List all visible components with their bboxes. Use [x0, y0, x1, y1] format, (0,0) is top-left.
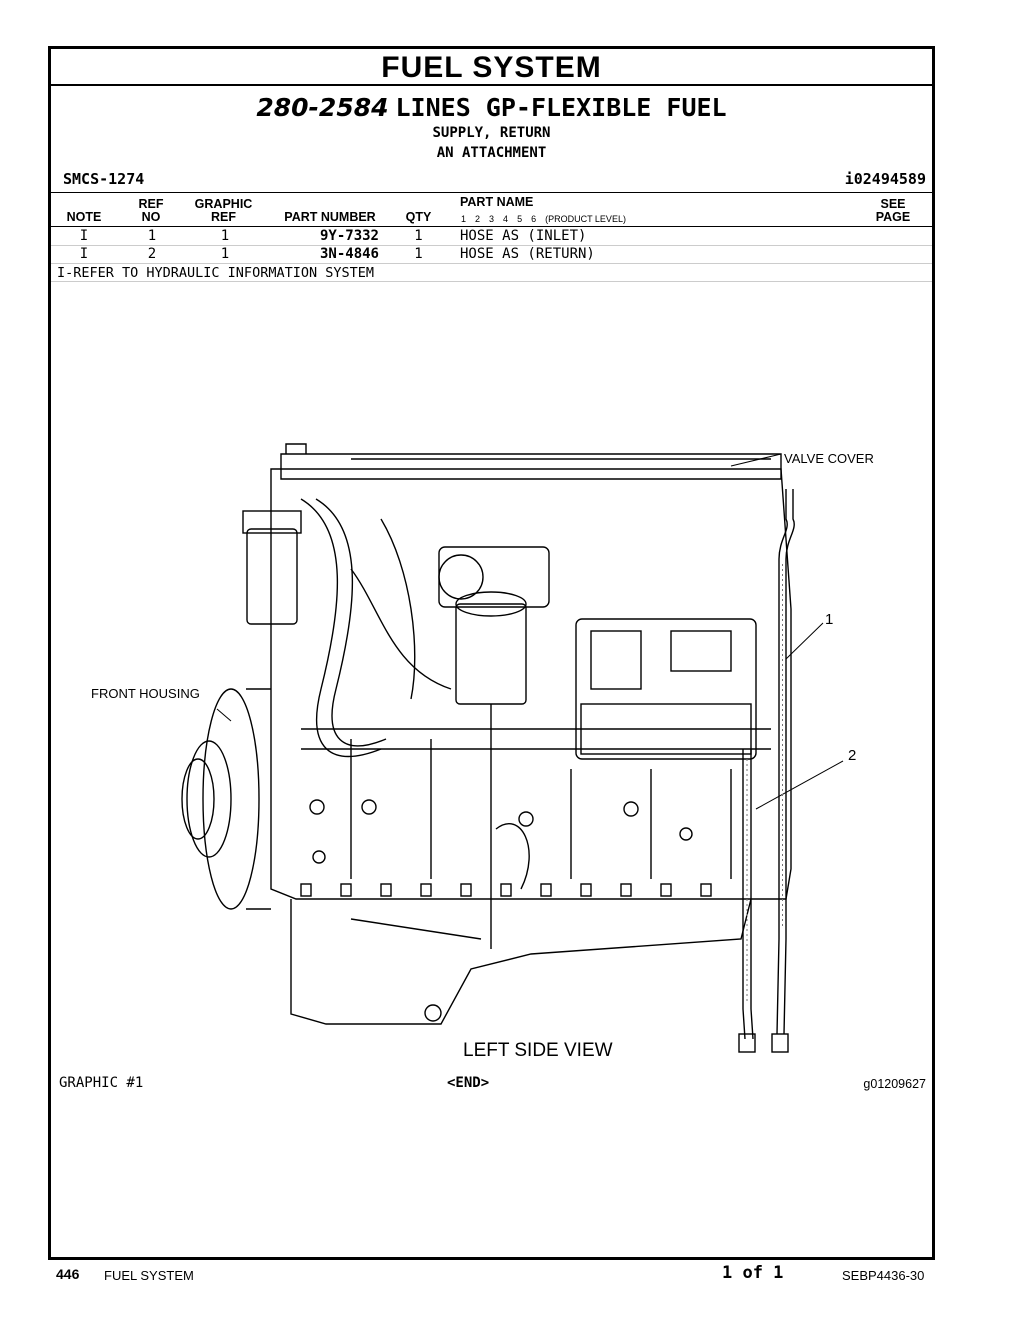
reference-note: I-REFER TO HYDRAULIC INFORMATION SYSTEM: [57, 265, 374, 281]
col-qty: QTY: [405, 210, 432, 224]
row1-graphic-ref: 1: [220, 228, 230, 244]
row2-note: I: [79, 246, 89, 262]
row2-ref-no: 2: [147, 246, 157, 262]
row1-ref-no: 1: [147, 228, 157, 244]
row-rule: [51, 263, 932, 264]
row1-part-number: 9Y-7332: [319, 228, 379, 244]
graphic-label: GRAPHIC #1: [59, 1075, 144, 1091]
page-title: FUEL SYSTEM: [51, 49, 932, 86]
col-note: NOTE: [66, 210, 102, 224]
row1-note: I: [79, 228, 89, 244]
view-title: LEFT SIDE VIEW: [463, 1040, 613, 1061]
row2-part-number: 3N-4846: [319, 246, 379, 262]
callout-front-housing: FRONT HOUSING: [91, 686, 200, 701]
engine-drawing: [181, 443, 844, 1053]
col-part-number: PART NUMBER: [284, 210, 376, 224]
row2-graphic-ref: 1: [220, 246, 230, 262]
footer-page-of: 1 of 1: [722, 1263, 784, 1283]
callout-valve-cover: VALVE COVER: [784, 451, 874, 466]
smcs-code: SMCS-1274: [63, 170, 145, 188]
group-name: LINES GP-FLEXIBLE FUEL: [395, 93, 727, 122]
info-number: i02494589: [844, 170, 926, 188]
callout-ref-2: 2: [848, 747, 857, 764]
subheading-1: SUPPLY, RETURN: [432, 125, 551, 141]
row1-qty: 1: [414, 228, 423, 244]
end-marker: <END>: [447, 1075, 490, 1091]
row-rule: [51, 281, 932, 282]
group-heading: 280-2584 LINES GP-FLEXIBLE FUEL: [51, 93, 932, 123]
subheading-2: AN ATTACHMENT: [436, 145, 547, 161]
footer-section: FUEL SYSTEM: [104, 1268, 194, 1283]
row2-part-name: HOSE AS (RETURN): [460, 246, 595, 262]
row1-part-name: HOSE AS (INLET): [460, 228, 587, 244]
header-rule: [51, 226, 932, 227]
divider: [51, 192, 932, 193]
row-rule: [51, 245, 932, 246]
row2-qty: 1: [414, 246, 423, 262]
col-part-name: PART NAME: [460, 195, 534, 209]
footer-page-number: 446: [56, 1266, 80, 1282]
page-frame: FUEL SYSTEM 280-2584 LINES GP-FLEXIBLE F…: [48, 46, 935, 1260]
callout-ref-1: 1: [825, 611, 834, 628]
footer-doc-number: SEBP4436-30: [842, 1268, 925, 1283]
graphic-number: g01209627: [863, 1077, 926, 1091]
group-number: 280-2584: [256, 93, 389, 122]
